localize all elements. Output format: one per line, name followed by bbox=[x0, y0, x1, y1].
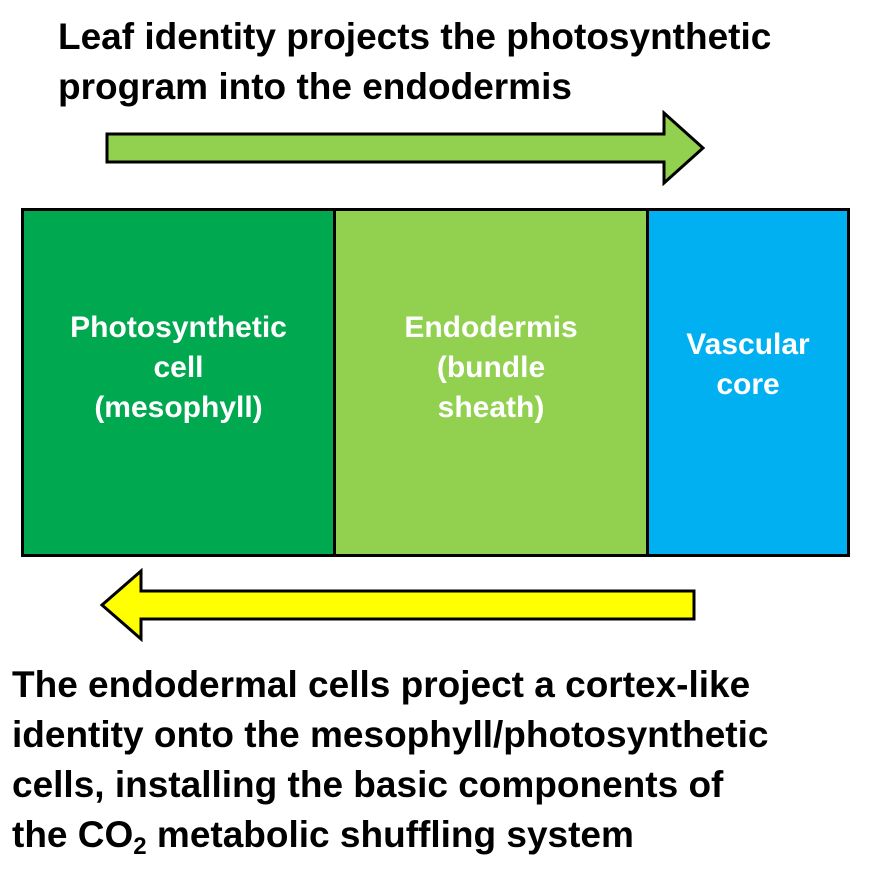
right-arrow bbox=[104, 110, 708, 186]
vascular-label: Vascular core bbox=[686, 325, 809, 405]
co2-subscript: 2 bbox=[133, 833, 147, 860]
top-caption: Leaf identity projects the photosyntheti… bbox=[58, 12, 888, 112]
mesophyll-label-line-1: Photosynthetic bbox=[70, 310, 287, 344]
top-caption-line-1: Leaf identity projects the photosyntheti… bbox=[58, 16, 772, 57]
bottom-caption-line-3: cells, installing the basic components o… bbox=[12, 764, 724, 805]
vascular-panel: Vascular core bbox=[646, 208, 850, 557]
bottom-caption-line-4-end: metabolic shuffling system bbox=[146, 814, 634, 855]
endodermis-panel: Endodermis (bundle sheath) bbox=[333, 208, 649, 557]
right-arrow-shape bbox=[105, 110, 706, 186]
bottom-caption: The endodermal cells project a cortex-li… bbox=[12, 660, 890, 860]
mesophyll-label-line-3: (mesophyll) bbox=[94, 390, 263, 424]
left-arrow bbox=[98, 568, 698, 642]
endodermis-label-line-2: (bundle bbox=[436, 350, 546, 384]
endodermis-label: Endodermis (bundle sheath) bbox=[404, 308, 577, 428]
bottom-caption-line-2: identity onto the mesophyll/photosynthet… bbox=[12, 714, 769, 755]
top-caption-line-2: program into the endodermis bbox=[58, 66, 572, 107]
bottom-caption-line-4-start: the CO bbox=[12, 814, 134, 855]
mesophyll-panel: Photosynthetic cell (mesophyll) bbox=[21, 208, 336, 557]
mesophyll-label-line-2: cell bbox=[153, 350, 204, 384]
vascular-label-line-2: core bbox=[716, 367, 780, 401]
left-arrow-shape bbox=[99, 568, 696, 642]
endodermis-label-line-3: sheath) bbox=[437, 390, 545, 424]
mesophyll-label: Photosynthetic cell (mesophyll) bbox=[70, 308, 287, 428]
vascular-label-line-1: Vascular bbox=[686, 327, 810, 361]
bottom-caption-line-1: The endodermal cells project a cortex-li… bbox=[12, 664, 751, 705]
bottom-caption-line-4: the CO2 metabolic shuffling system bbox=[12, 810, 890, 860]
endodermis-label-line-1: Endodermis bbox=[404, 310, 578, 344]
